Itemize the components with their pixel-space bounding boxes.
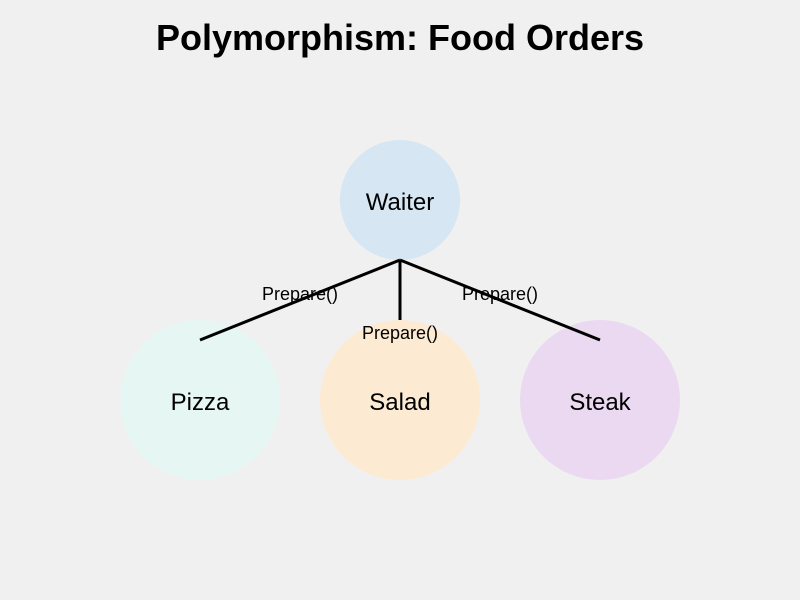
node-label-steak: Steak xyxy=(569,389,631,416)
node-label-waiter: Waiter xyxy=(366,189,434,216)
node-label-pizza: Pizza xyxy=(171,389,230,416)
edge-label-steak: Prepare() xyxy=(462,284,538,304)
node-salad-circle xyxy=(320,320,480,480)
diagram-title: Polymorphism: Food Orders xyxy=(156,17,644,58)
edge-label-pizza: Prepare() xyxy=(262,284,338,304)
node-pizza-circle xyxy=(120,320,280,480)
node-label-salad: Salad xyxy=(369,389,430,416)
edge-waiter-steak xyxy=(399,258,601,342)
node-steak-circle xyxy=(520,320,680,480)
node-waiter-circle xyxy=(340,140,460,260)
edge-label-salad: Prepare() xyxy=(362,323,438,343)
edge-waiter-pizza xyxy=(199,258,401,342)
